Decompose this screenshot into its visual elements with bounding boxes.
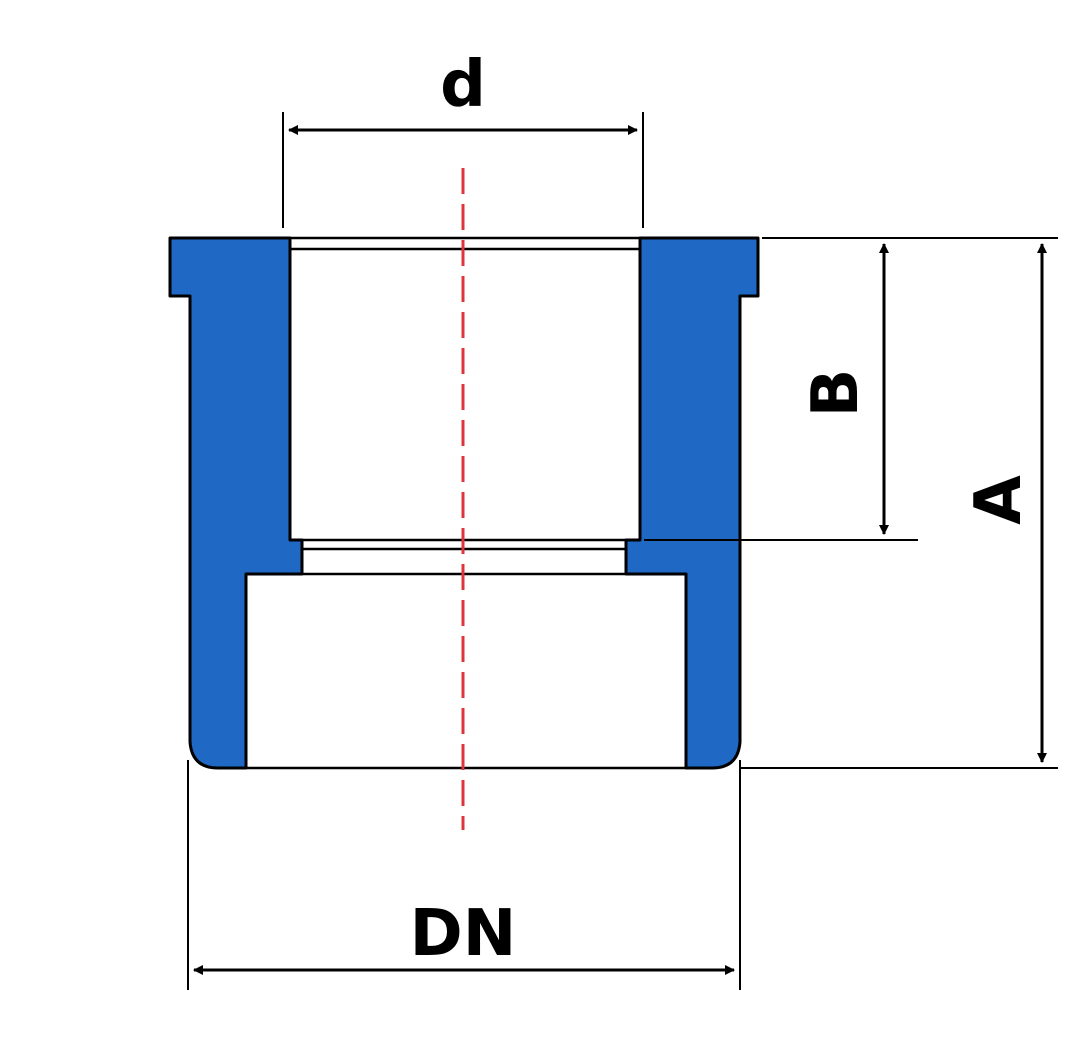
right-wall-section (624, 236, 760, 770)
extension-lines (187, 112, 1058, 990)
fitting-body (168, 236, 760, 770)
d-label: d (440, 48, 486, 122)
fitting-interior-lines (246, 236, 686, 770)
dn-label: DN (410, 897, 517, 971)
b-label: B (799, 369, 873, 418)
left-wall-section (168, 236, 304, 770)
a-label: A (962, 475, 1036, 525)
dimension-lines (193, 125, 1047, 975)
